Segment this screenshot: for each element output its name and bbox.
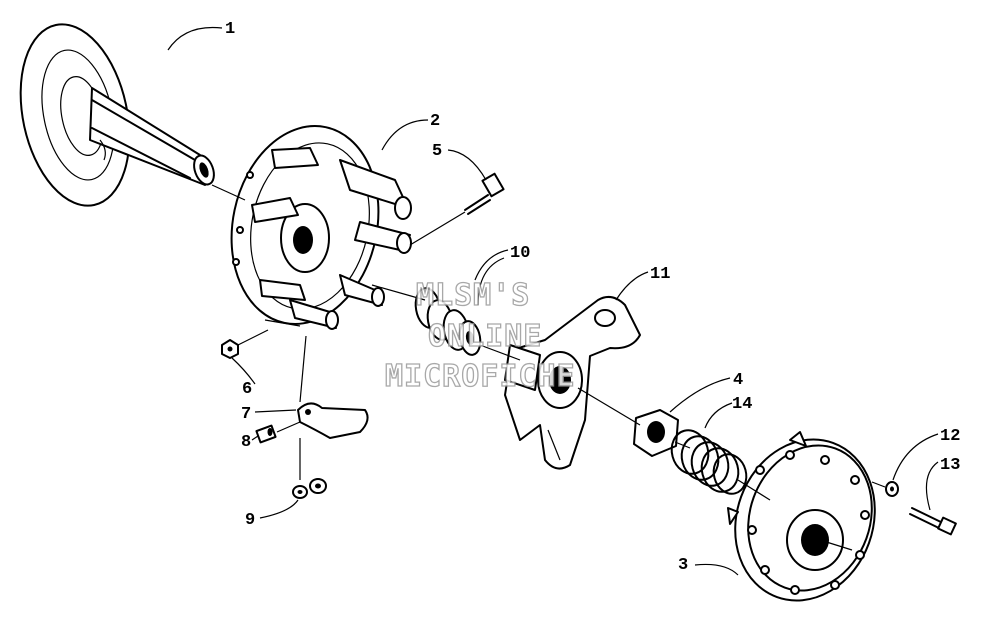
- part-13-bolt: [909, 507, 957, 536]
- part-9-washers: [292, 478, 327, 499]
- callout-13: 13: [940, 456, 960, 475]
- part-7-weight-arm: [297, 402, 369, 439]
- callout-10: 10: [510, 244, 530, 263]
- part-8-bushing: [255, 424, 277, 444]
- callout-11: 11: [650, 265, 670, 284]
- part-6-nut: [221, 339, 239, 359]
- callout-9: 9: [245, 511, 255, 530]
- part-12-washer: [885, 481, 899, 497]
- callout-4: 4: [733, 371, 743, 390]
- watermark-line-3: MICROFICHE: [385, 359, 576, 394]
- callout-6: 6: [242, 380, 252, 399]
- assembly-lines: [211, 184, 886, 551]
- watermark: MLSM'S ONLINE MICROFICHE: [384, 277, 576, 394]
- callout-3: 3: [678, 556, 688, 575]
- part-3-cover: [727, 431, 876, 602]
- callout-7: 7: [241, 405, 251, 424]
- part-2-movable-sheave: [230, 125, 412, 330]
- part-5-bolt: [464, 172, 505, 215]
- callout-labels: 1 2 5 10 11 6 4 14 7 12 8 13 9 3: [225, 20, 960, 575]
- part-10-rollers: [414, 287, 482, 356]
- callout-2: 2: [430, 112, 440, 131]
- callout-8: 8: [241, 433, 251, 452]
- callout-1: 1: [225, 20, 235, 39]
- callout-12: 12: [940, 427, 960, 446]
- part-14-spring: [670, 429, 748, 495]
- watermark-line-1: MLSM'S: [416, 278, 530, 313]
- watermark-line-2: ONLINE: [428, 319, 542, 354]
- part-11-spider: [504, 295, 641, 470]
- callout-5: 5: [432, 142, 442, 161]
- leader-lines: [167, 26, 939, 576]
- part-1-fixed-sheave: [19, 23, 215, 207]
- part-4-nut: [633, 409, 679, 457]
- callout-14: 14: [732, 395, 752, 414]
